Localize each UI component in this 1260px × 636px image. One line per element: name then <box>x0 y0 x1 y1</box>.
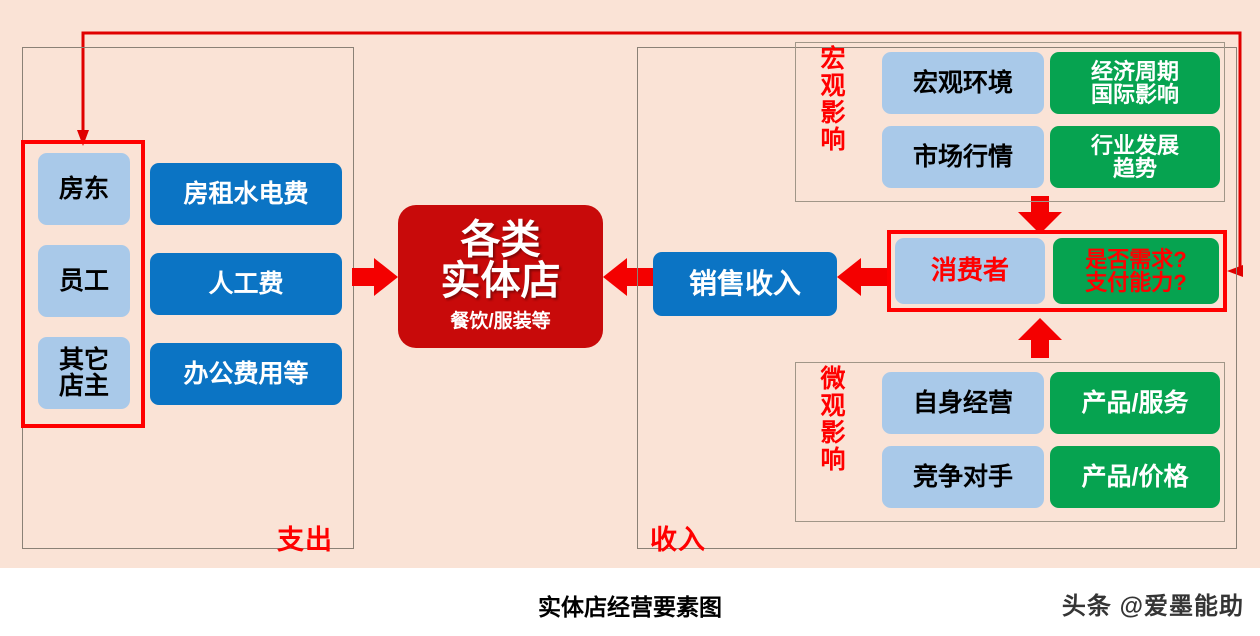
sales-revenue-box[interactable]: 销售收入 <box>653 252 837 316</box>
income-panel <box>637 47 1237 549</box>
macro-influence-subpanel <box>795 42 1225 202</box>
hub-title-line1: 各类 <box>460 218 541 263</box>
macro-factor-environment[interactable]: 宏观环境 <box>882 52 1044 114</box>
arrow-micro-to-consumer <box>1018 318 1062 358</box>
micro-influence-label: 微观 影响 <box>820 365 846 474</box>
micro-detail-product-price[interactable]: 产品/价格 <box>1050 446 1220 508</box>
diagram-caption: 实体店经营要素图 <box>538 594 722 620</box>
consumer-box[interactable]: 消费者 <box>895 238 1045 304</box>
micro-influence-subpanel <box>795 362 1225 522</box>
consumer-question-demand: 是否需求? <box>1085 246 1187 272</box>
owners-highlight-group <box>21 140 145 428</box>
cost-rent-utilities[interactable]: 房租水电费 <box>150 163 342 225</box>
micro-detail-product-service[interactable]: 产品/服务 <box>1050 372 1220 434</box>
macro-detail-line1: 经济周期 <box>1090 58 1179 84</box>
cost-labor[interactable]: 人工费 <box>150 253 342 315</box>
feedback-connector <box>77 31 1243 277</box>
macro-detail-industry-trend[interactable]: 行业发展 趋势 <box>1050 126 1220 188</box>
watermark: 头条 @爱墨能助 <box>1061 593 1244 620</box>
macro-influence-label: 宏观 影响 <box>820 45 846 154</box>
expense-panel-label: 支出 <box>277 525 333 555</box>
macro-detail2-line2: 趋势 <box>1112 156 1157 181</box>
arrow-sales-to-hub <box>603 258 653 296</box>
consumer-questions-box[interactable]: 是否需求? 支付能力? <box>1053 238 1219 304</box>
arrow-consumer-to-sales <box>837 258 887 296</box>
micro-factor-competitor[interactable]: 竞争对手 <box>882 446 1044 508</box>
macro-detail-line2: 国际影响 <box>1090 82 1179 107</box>
caption-strip <box>0 568 1260 636</box>
hub-subtitle: 餐饮/服装等 <box>450 310 551 332</box>
stakeholder-staff[interactable]: 员工 <box>38 245 130 317</box>
arrow-expense-to-hub <box>352 258 398 296</box>
hub-title-line2: 实体店 <box>440 259 561 303</box>
macro-detail-economic-cycle[interactable]: 经济周期 国际影响 <box>1050 52 1220 114</box>
micro-factor-own-operation[interactable]: 自身经营 <box>882 372 1044 434</box>
cost-office-etc[interactable]: 办公费用等 <box>150 343 342 405</box>
macro-factor-market[interactable]: 市场行情 <box>882 126 1044 188</box>
stakeholder-other-owners[interactable]: 其它 店主 <box>38 337 130 409</box>
income-panel-label: 收入 <box>650 525 706 555</box>
hub-physical-stores[interactable]: 各类 实体店 餐饮/服装等 <box>398 205 603 348</box>
consumer-highlight-group <box>887 230 1227 312</box>
macro-detail2-line1: 行业发展 <box>1090 132 1179 158</box>
consumer-question-ability: 支付能力? <box>1085 270 1187 295</box>
stakeholder-landlord[interactable]: 房东 <box>38 153 130 225</box>
